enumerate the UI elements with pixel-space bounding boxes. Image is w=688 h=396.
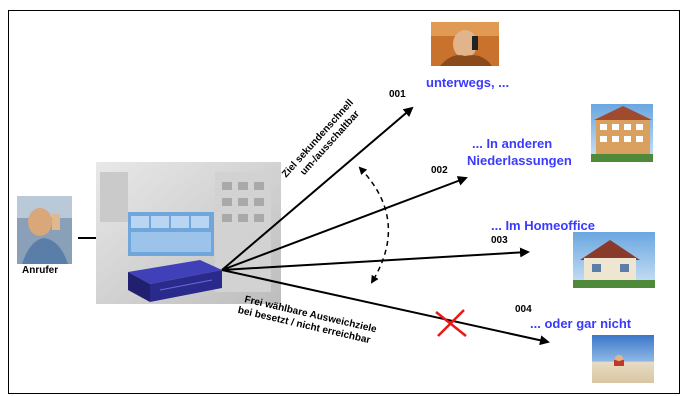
arrow-002 [221, 176, 468, 271]
mobile-user-photo [431, 22, 499, 66]
dest-004-label: ... oder gar nicht [530, 316, 632, 331]
blocked-cross-icon [435, 309, 467, 337]
dest-002-label-line2: Niederlassungen [467, 153, 572, 168]
fallback-annotation: Frei wählbare Ausweichziele bei besetzt … [237, 294, 378, 346]
dest-004-code: 004 [515, 304, 532, 315]
dest-002-code: 002 [431, 165, 448, 176]
branch-office-photo [591, 104, 653, 162]
dest-002-label-line1: ... In anderen [472, 136, 552, 151]
switch-annotation-line1: Ziel sekundenschnell [280, 97, 356, 180]
caller-label: Anrufer [22, 265, 58, 276]
switch-arc [358, 166, 390, 284]
dest-001-code: 001 [389, 89, 406, 100]
dest-001-label: unterwegs, ... [426, 75, 509, 90]
pbx-server-icon [128, 260, 222, 302]
dest-003-label: ... Im Homeoffice [491, 218, 595, 233]
switch-annotation: Ziel sekundenschnell um-/ausschaltbar [280, 97, 362, 180]
dest-003-code: 003 [491, 235, 508, 246]
arrow-004 [221, 269, 550, 346]
arrow-001 [221, 106, 414, 271]
home-office-photo [573, 232, 655, 288]
caller-photo [17, 196, 72, 264]
beach-photo [592, 335, 654, 383]
